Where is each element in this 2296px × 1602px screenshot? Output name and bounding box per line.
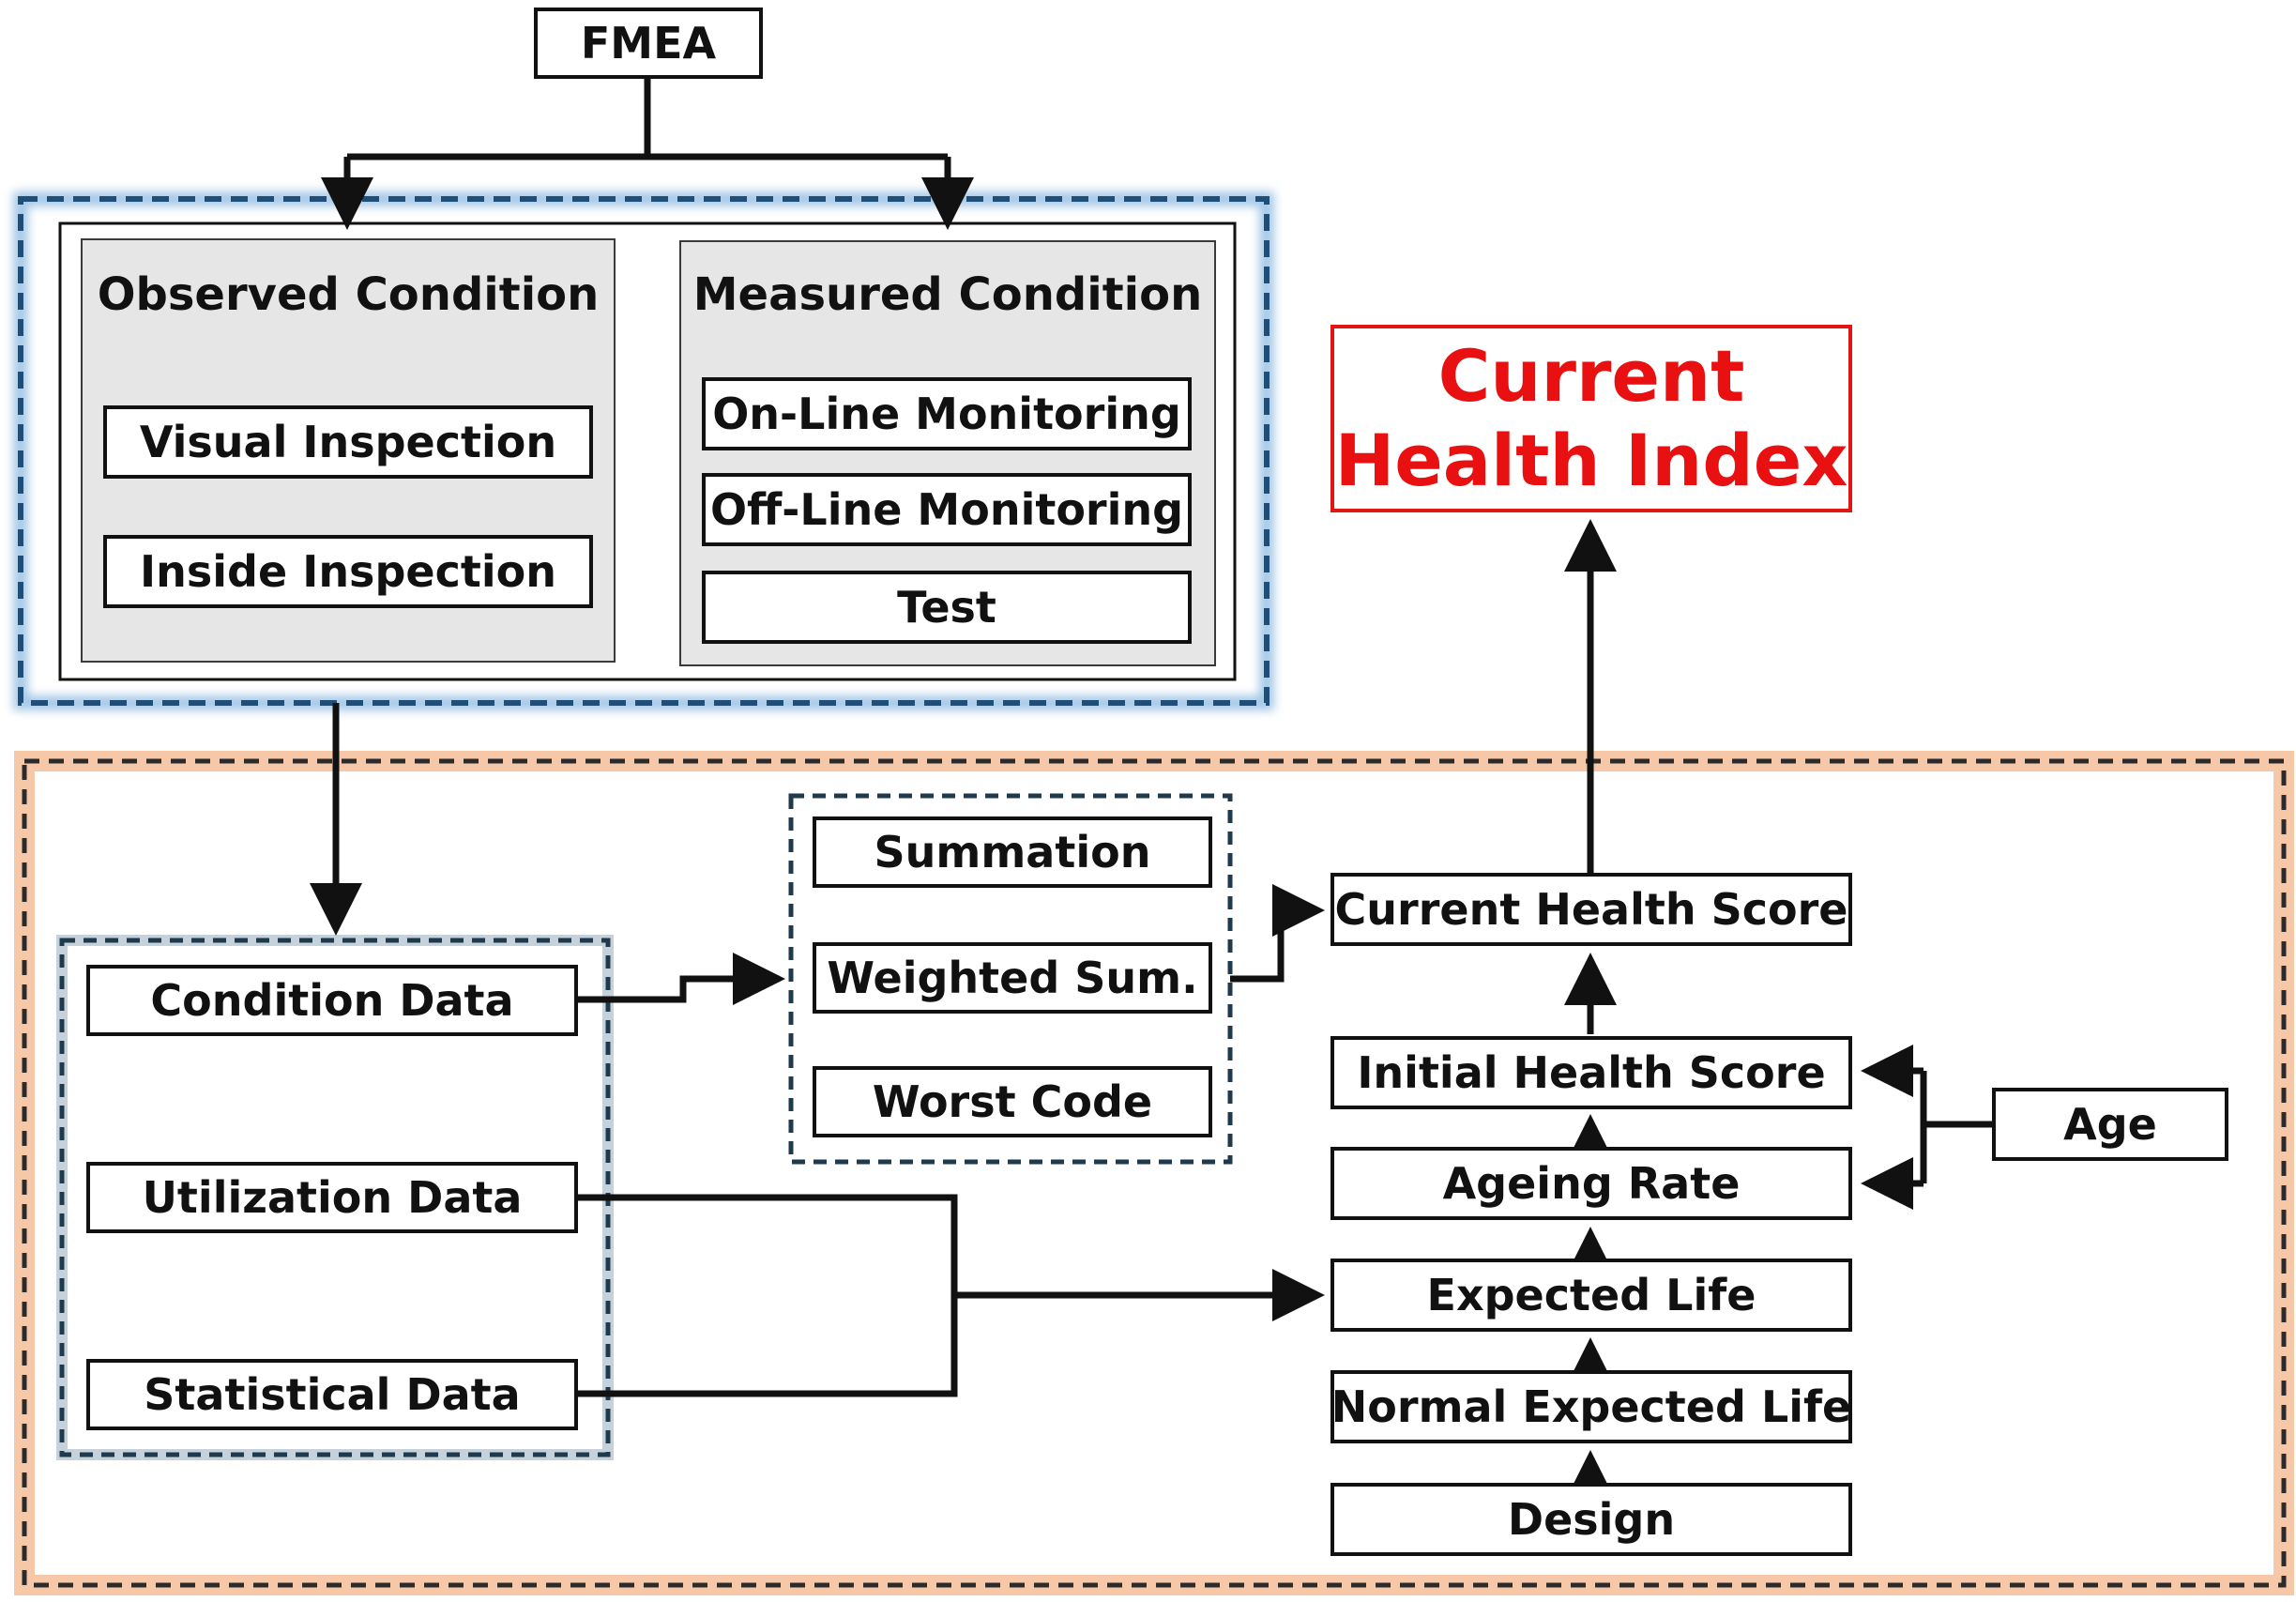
utilization-data-box: Utilization Data (86, 1162, 578, 1233)
summation-box: Summation (813, 816, 1212, 888)
observed-condition-title: Observed Condition (97, 268, 600, 321)
age-box: Age (1992, 1088, 2228, 1161)
statistical-data-box: Statistical Data (86, 1359, 578, 1430)
inside-inspection-box: Inside Inspection (103, 535, 593, 608)
current-health-index-line2: Health Index (1334, 419, 1848, 502)
top-group-frame (18, 196, 1270, 706)
expected-life-box: Expected Life (1330, 1259, 1852, 1332)
ageing-rate-box: Ageing Rate (1330, 1147, 1852, 1220)
offline-monitoring-box: Off-Line Monitoring (702, 473, 1192, 546)
measured-condition-title: Measured Condition (692, 268, 1203, 321)
initial-health-score-box: Initial Health Score (1330, 1036, 1852, 1109)
worst-code-box: Worst Code (813, 1066, 1212, 1137)
current-health-index-box: Current Health Index (1330, 325, 1852, 512)
visual-inspection-box: Visual Inspection (103, 405, 593, 479)
aggregation-group-frame (788, 793, 1233, 1165)
test-box: Test (702, 571, 1192, 644)
condition-data-box: Condition Data (86, 965, 578, 1036)
weighted-sum-box: Weighted Sum. (813, 942, 1212, 1014)
fmea-box: FMEA (534, 8, 763, 79)
design-box: Design (1330, 1483, 1852, 1556)
normal-expected-life-box: Normal Expected Life (1330, 1370, 1852, 1443)
current-health-score-box: Current Health Score (1330, 873, 1852, 946)
arrow-condition-to-aggregation (577, 953, 785, 1005)
arrow-aggregation-to-score (1230, 884, 1325, 983)
bottom-group-frame (22, 758, 2287, 1588)
line-utilization (577, 1194, 958, 1397)
online-monitoring-box: On-Line Monitoring (702, 377, 1192, 450)
current-health-index-line1: Current (1437, 334, 1745, 418)
